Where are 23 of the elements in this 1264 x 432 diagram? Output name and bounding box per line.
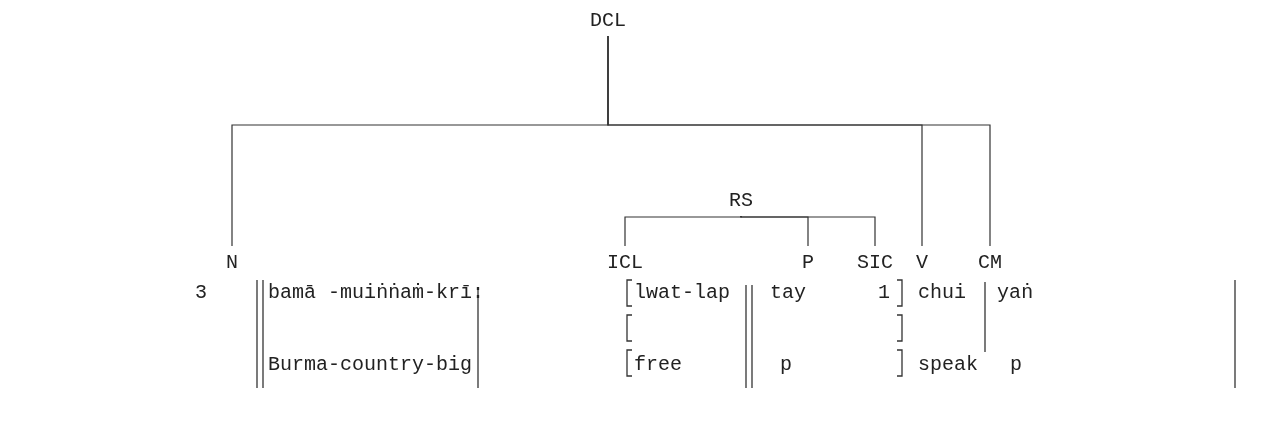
- example-number: 3: [195, 282, 207, 304]
- gloss-text: free: [634, 354, 682, 376]
- gloss-text: 1: [878, 282, 890, 304]
- gloss-text: yaṅ: [997, 282, 1033, 304]
- tree-branch: [740, 215, 876, 247]
- gloss-text: tay: [770, 282, 806, 304]
- tree-node-label: N: [226, 252, 238, 274]
- tree-node-label: V: [916, 252, 928, 274]
- tree-node-label: SIC: [857, 252, 893, 274]
- tree-node-label: ICL: [607, 252, 643, 274]
- tree-node-label: CM: [978, 252, 1002, 274]
- gloss-text: bamā -muiṅṅaṁ-krī:: [268, 282, 485, 304]
- gloss-text: speak: [918, 354, 978, 376]
- gloss-text: p: [780, 354, 792, 376]
- gloss-text: chui: [918, 282, 966, 304]
- tree-branch: [607, 35, 991, 247]
- tree-node-label: P: [802, 252, 814, 274]
- tree-node-label: DCL: [590, 10, 626, 32]
- gloss-text: Burma-country-big: [268, 354, 473, 376]
- gloss-text: lwat-lap: [634, 282, 730, 304]
- tree-branch: [624, 215, 742, 247]
- tree-node-label: RS: [729, 190, 753, 212]
- gloss-text: p: [1010, 354, 1022, 376]
